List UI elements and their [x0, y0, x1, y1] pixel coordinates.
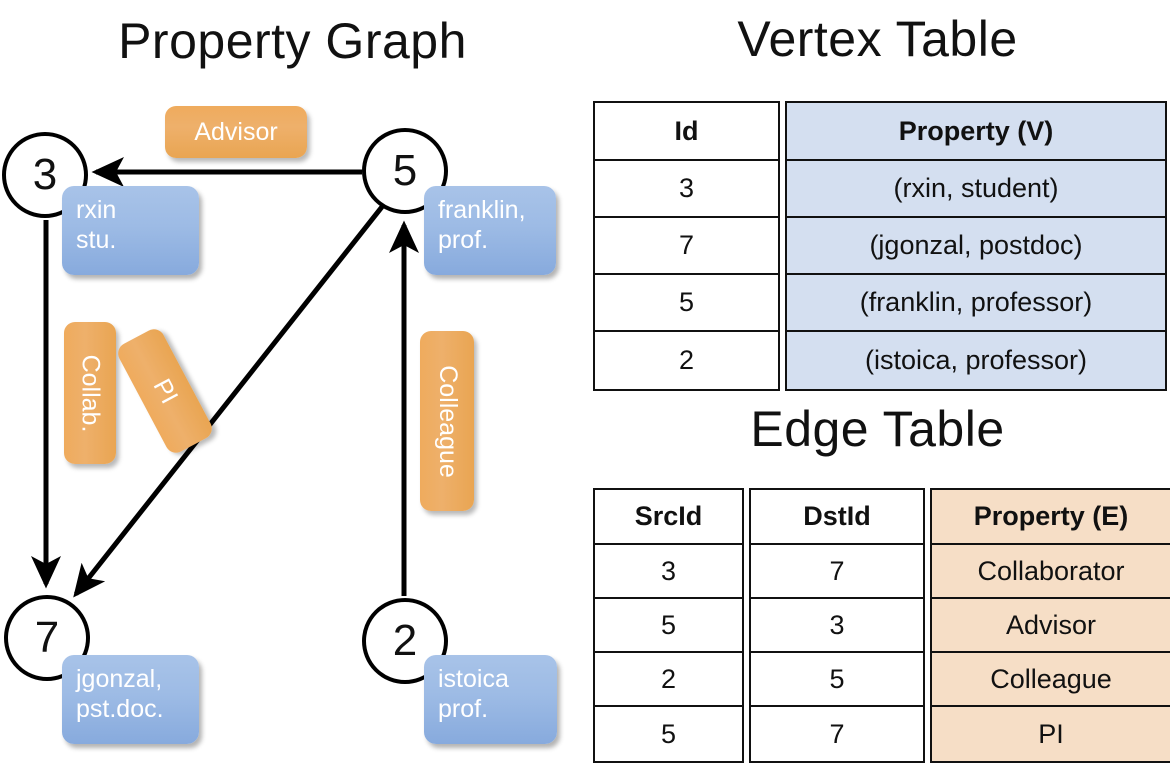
- vertex-property-box-2: istoica prof.: [424, 655, 557, 744]
- edge-table-column-dstid: DstId 7 3 5 7: [749, 488, 925, 763]
- table-cell-dstid: 5: [751, 653, 923, 707]
- vertex-property-line: istoica: [438, 665, 509, 693]
- vertex-table-column-id: Id 3 7 5 2: [593, 101, 780, 391]
- column-header-id: Id: [595, 103, 778, 161]
- property-graph-diagram: 3 5 7 2 rxin stu. franklin, prof. jgonza…: [0, 0, 585, 760]
- vertex-property-line: franklin,: [438, 196, 526, 224]
- table-cell-dstid: 7: [829, 718, 845, 749]
- table-cell-srcid: 3: [595, 545, 742, 599]
- table-cell-srcid: 5: [660, 718, 677, 749]
- edge-table: SrcId 3 5 2 5 DstId 7 3 5 7 Property (E)…: [593, 488, 1170, 763]
- edge-label-text: Colleague: [433, 364, 462, 478]
- vertex-property-line: jgonzal,: [76, 665, 163, 693]
- table-cell-property: (franklin, professor): [787, 275, 1165, 332]
- table-cell-id: 3: [595, 161, 778, 218]
- vertex-property-box-7: jgonzal, pst.doc.: [62, 655, 199, 744]
- edge-label-box-advisor: Advisor: [165, 106, 307, 158]
- edge-label-text: PI: [147, 373, 184, 408]
- vertex-property-box-5: franklin, prof.: [424, 186, 556, 275]
- column-header-dstid: DstId: [751, 490, 923, 545]
- graph-node-2[interactable]: 2: [362, 598, 448, 684]
- vertex-property-line: rxin: [76, 196, 117, 224]
- table-cell-srcid: 2: [595, 653, 742, 707]
- column-header-property-v: Property (V): [787, 103, 1165, 161]
- column-header-srcid: SrcId: [595, 490, 742, 545]
- graph-node-5[interactable]: 5: [362, 128, 448, 214]
- page-title-edge-table: Edge Table: [750, 401, 1005, 457]
- table-cell-property: (rxin, student): [787, 161, 1165, 218]
- vertex-property-box-3: rxin stu.: [62, 186, 199, 275]
- table-cell-property: PI: [932, 707, 1170, 761]
- edge-label-box-colleague: Colleague: [420, 331, 474, 511]
- table-cell-property: Advisor: [932, 599, 1170, 653]
- edge-5-to-7: [73, 201, 387, 598]
- vertex-property-line: prof.: [438, 225, 489, 254]
- table-cell-dstid: 3: [751, 599, 923, 653]
- table-cell-property: Collaborator: [932, 545, 1170, 599]
- page-title-vertex-table: Vertex Table: [737, 11, 1018, 67]
- graph-edge-lines: [31, 157, 419, 598]
- edge-table-column-srcid: SrcId 3 5 2 5: [593, 488, 744, 763]
- table-cell-id: 7: [595, 218, 778, 275]
- vertex-table-column-property: Property (V) (rxin, student) (jgonzal, p…: [785, 101, 1167, 391]
- edge-label-box-collab: Collab.: [64, 322, 116, 464]
- table-cell-srcid: 5: [595, 599, 742, 653]
- table-cell-property: (jgonzal, postdoc): [787, 218, 1165, 275]
- vertex-table: Id 3 7 5 2 Property (V) (rxin, student) …: [593, 101, 1167, 391]
- table-cell-property: Colleague: [932, 653, 1170, 707]
- edge-label-text: Advisor: [194, 117, 278, 146]
- table-cell-id: 2: [678, 345, 695, 375]
- column-header-property-e: Property (E): [932, 490, 1170, 545]
- edge-table-column-property: Property (E) Collaborator Advisor Collea…: [930, 488, 1170, 763]
- page-title-property-graph: Property Graph: [118, 13, 467, 69]
- table-cell-property: (istoica, professor): [787, 332, 1165, 389]
- table-cell-id: 5: [595, 275, 778, 332]
- vertex-property-line: pst.doc.: [76, 694, 164, 723]
- table-cell-dstid: 7: [751, 545, 923, 599]
- vertex-property-line: prof.: [438, 694, 489, 723]
- vertex-property-line: stu.: [76, 225, 117, 254]
- edge-label-text: Collab.: [76, 354, 105, 432]
